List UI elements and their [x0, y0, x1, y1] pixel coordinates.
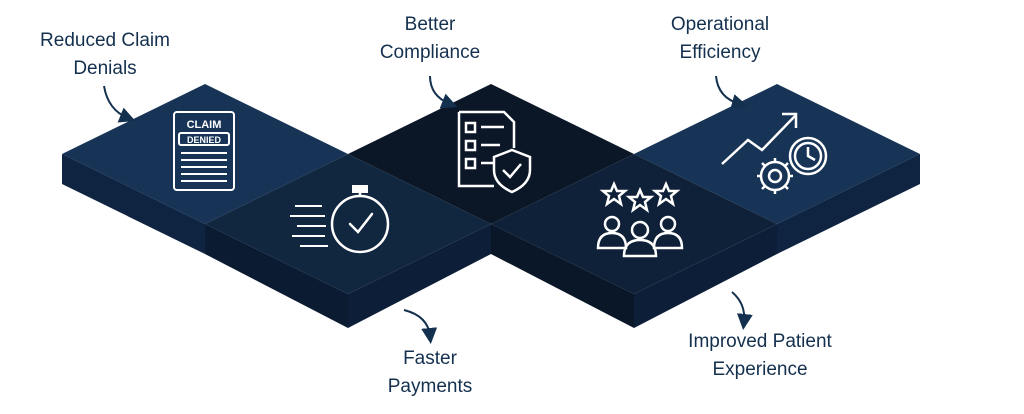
- label-line-2: Payments: [387, 376, 473, 397]
- label-line-1: Faster: [403, 348, 457, 369]
- tile-side-right: [348, 224, 491, 328]
- tile-side-right: [777, 154, 920, 254]
- label-line-1: Better: [404, 14, 456, 35]
- arrow-operational-efficiency: [715, 75, 748, 110]
- label-faster-payments: Faster Payments: [360, 345, 500, 401]
- label-line-1: Operational: [670, 14, 770, 35]
- label-line-1: Improved Patient: [688, 331, 832, 352]
- claim-badge-text: CLAIM: [187, 119, 222, 131]
- label-line-2: Compliance: [379, 42, 481, 63]
- tile-improved-patient-experience: [491, 154, 777, 328]
- label-reduced-claim-denials: Reduced Claim Denials: [20, 27, 190, 83]
- tile-side-left: [205, 224, 348, 328]
- tile-side-right: [634, 224, 777, 328]
- label-line-1: Reduced Claim: [40, 30, 170, 51]
- patients-stars-icon: [596, 180, 684, 258]
- tile-side-left: [62, 154, 205, 254]
- arrow-improved-patient-experience: [731, 291, 753, 330]
- stopwatch-icon: [290, 185, 390, 254]
- growth-gear-clock-icon: [721, 112, 828, 194]
- arrow-reduced-claim-denials: [103, 85, 136, 123]
- checklist-shield-icon: [457, 110, 532, 194]
- denied-badge-text: DENIED: [187, 135, 222, 145]
- label-line-2: Denials: [73, 58, 137, 79]
- tile-faster-payments: [205, 154, 491, 328]
- label-operational-efficiency: Operational Efficiency: [640, 11, 800, 67]
- arrow-better-compliance: [429, 75, 458, 109]
- label-line-2: Experience: [712, 359, 808, 380]
- claim-denied-icon: CLAIM DENIED: [173, 111, 235, 191]
- arrow-faster-payments: [403, 309, 438, 344]
- label-better-compliance: Better Compliance: [355, 11, 505, 67]
- tile-side-left: [491, 224, 634, 328]
- label-improved-patient-experience: Improved Patient Experience: [660, 328, 860, 384]
- label-line-2: Efficiency: [679, 42, 761, 63]
